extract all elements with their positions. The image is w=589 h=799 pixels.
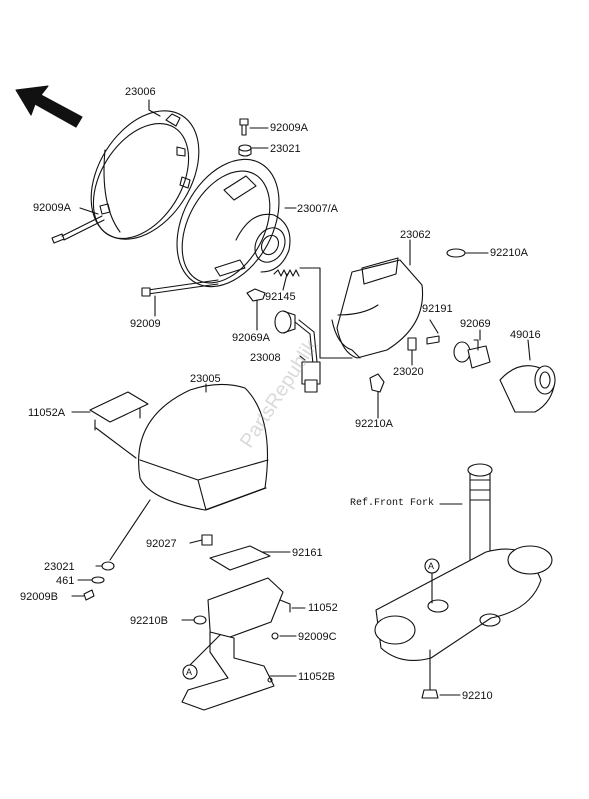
bracket-92069A xyxy=(246,288,266,302)
label-92027: 92027 xyxy=(146,538,177,550)
label-92191: 92191 xyxy=(422,303,453,315)
label-92009B: 92009B xyxy=(20,591,58,603)
label-92009: 92009 xyxy=(130,318,161,330)
screw-92009A-top xyxy=(239,118,249,136)
label-92009A-top: 92009A xyxy=(270,122,308,134)
label-92145: 92145 xyxy=(265,291,296,303)
label-23020: 23020 xyxy=(393,366,424,378)
label-92210A-bottom: 92210A xyxy=(355,418,393,430)
label-23008: 23008 xyxy=(250,352,281,364)
cover-49016 xyxy=(499,365,556,413)
callout-a-right: A xyxy=(428,561,435,571)
label-92161: 92161 xyxy=(292,547,323,559)
label-92009C: 92009C xyxy=(298,631,337,643)
label-92210A-top: 92210A xyxy=(490,247,528,259)
cap-92210A-top xyxy=(446,248,466,258)
screw-92009A-left xyxy=(51,215,105,244)
cap-92210 xyxy=(421,689,439,699)
grommet-92027 xyxy=(201,534,213,546)
label-11052B: 11052B xyxy=(298,671,336,683)
grommet-23021-top xyxy=(238,144,252,157)
part-23020 xyxy=(407,337,417,351)
leader-lines xyxy=(71,99,531,696)
direction-arrow xyxy=(15,85,83,128)
cap-92210A-bottom xyxy=(369,373,385,393)
leader-box xyxy=(299,267,353,359)
label-11052A: 11052A xyxy=(28,407,66,419)
screw-92009B xyxy=(83,589,95,601)
reference-front-fork: Ref.Front Fork xyxy=(350,498,435,509)
screw-92009 xyxy=(141,279,219,297)
part-92191 xyxy=(426,335,440,345)
label-23062: 23062 xyxy=(400,229,431,241)
label-23021-top: 23021 xyxy=(270,143,301,155)
label-461: 461 xyxy=(56,575,75,587)
headlight-rim xyxy=(90,110,200,240)
label-92069A: 92069A xyxy=(232,332,270,344)
label-23021-bottom: 23021 xyxy=(44,561,75,573)
bolt-92009C xyxy=(271,632,279,640)
label-23005: 23005 xyxy=(190,373,221,385)
label-23007A: 23007/A xyxy=(297,203,338,215)
label-92210: 92210 xyxy=(462,690,493,702)
label-92009A-left: 92009A xyxy=(33,202,71,214)
headlight-unit xyxy=(176,158,291,288)
housing-23062 xyxy=(331,257,424,359)
washer-461 xyxy=(91,576,105,584)
steering-stem xyxy=(467,463,493,571)
callout-a-left: A xyxy=(186,667,193,677)
grommet-23021-bottom xyxy=(101,561,115,571)
stay-11052B xyxy=(181,631,275,711)
housing-23005 xyxy=(138,383,269,511)
label-92069: 92069 xyxy=(460,318,491,330)
plate-11052A xyxy=(89,391,149,423)
plate-92161 xyxy=(209,545,271,571)
label-23006: 23006 xyxy=(125,86,156,98)
label-11052: 11052 xyxy=(308,602,338,614)
label-92210B: 92210B xyxy=(130,615,168,627)
label-49016: 49016 xyxy=(510,329,541,341)
bulb-92069 xyxy=(453,339,491,369)
lower-bracket xyxy=(374,545,553,661)
grommet-92210B xyxy=(193,615,207,625)
socket-23008 xyxy=(274,310,321,393)
